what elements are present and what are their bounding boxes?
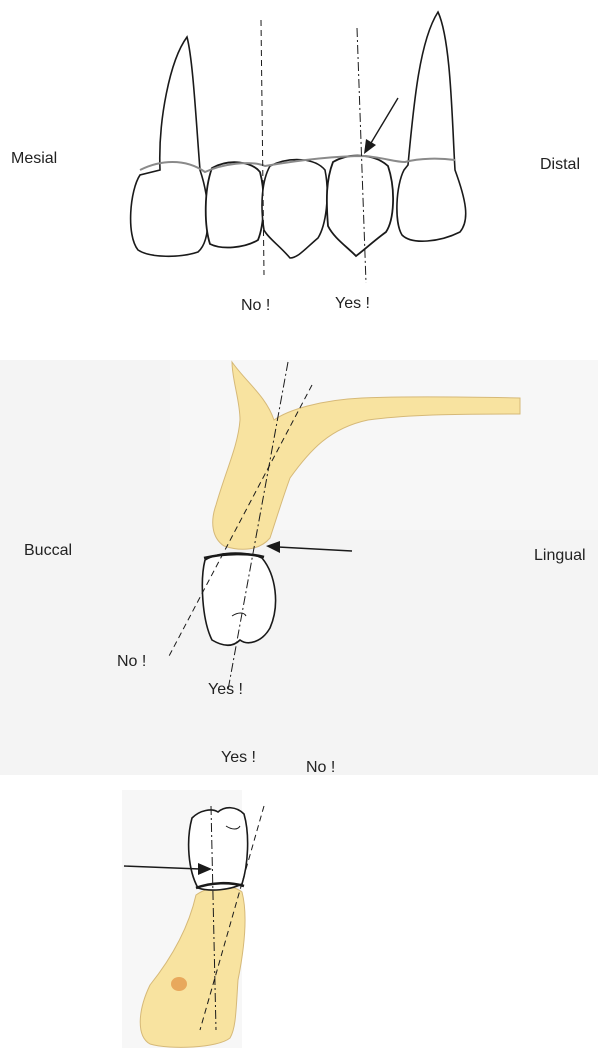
right-long-tooth	[397, 12, 466, 241]
panel-cross-section-lower: Yes ! No !	[122, 749, 335, 1048]
label-buccal: Buccal	[24, 542, 72, 559]
label-distal: Distal	[540, 156, 580, 173]
label-no-top: No !	[241, 297, 270, 314]
label-no-bottom: No !	[306, 759, 335, 776]
label-yes-bottom: Yes !	[221, 749, 256, 766]
left-long-tooth	[131, 37, 208, 256]
label-yes-middle: Yes !	[208, 681, 243, 698]
no-axis-line-top	[261, 20, 264, 275]
panel-cross-section-upper: Buccal Lingual No ! Yes !	[0, 360, 598, 775]
arrow-top	[364, 98, 398, 154]
panel-frontal-view: Mesial Distal No ! Yes !	[11, 12, 580, 314]
crown-1	[206, 162, 264, 247]
crown-3	[327, 156, 393, 256]
label-lingual: Lingual	[534, 547, 586, 564]
label-yes-top: Yes !	[335, 295, 370, 312]
nerve-canal	[171, 977, 187, 991]
tooth-cross-section-lower	[189, 808, 248, 890]
label-no-middle: No !	[117, 653, 146, 670]
crown-2	[262, 160, 327, 258]
label-mesial: Mesial	[11, 150, 57, 167]
